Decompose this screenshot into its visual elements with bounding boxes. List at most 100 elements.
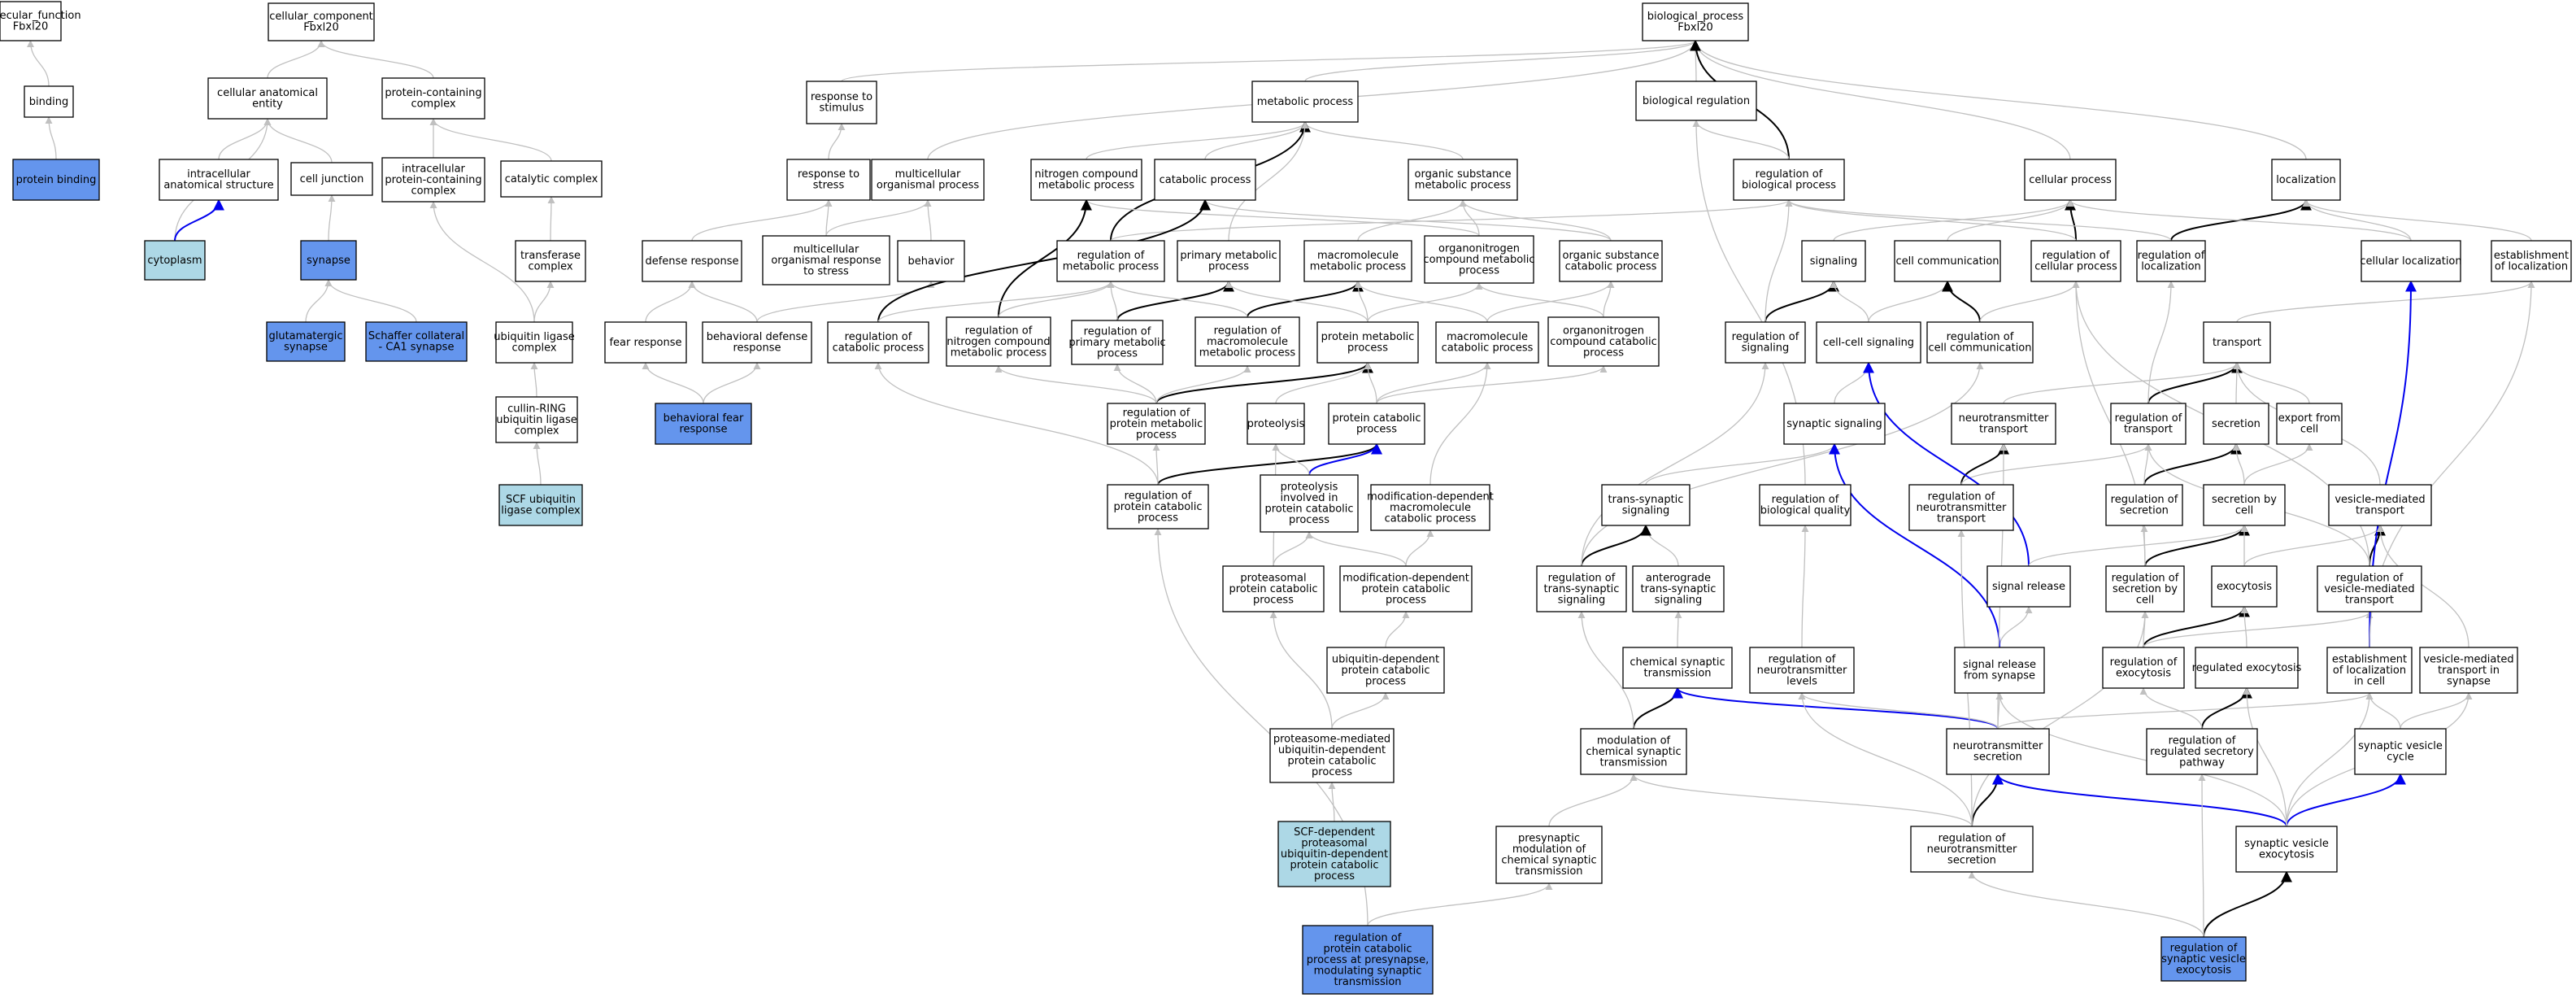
node-protbind[interactable]: protein binding	[12, 159, 100, 201]
node-ccsig[interactable]: cell-cell signaling	[1816, 321, 1921, 364]
node-defresp[interactable]: defense response	[642, 240, 742, 282]
node-synapse[interactable]: synapse	[300, 240, 357, 281]
node-cytoplasm[interactable]: cytoplasm	[144, 240, 206, 281]
node-catp[interactable]: catabolic process	[1154, 159, 1256, 201]
node-cellloc[interactable]: cellular localization	[2360, 240, 2462, 282]
node-cj[interactable]: cell junction	[290, 162, 373, 196]
node-binding[interactable]: binding	[24, 85, 74, 118]
node-mp[interactable]: metabolic process	[1251, 81, 1359, 123]
node-synsig[interactable]: synaptic signaling	[1783, 403, 1886, 445]
node-schaffer[interactable]: Schaffer collateral- CA1 synapse	[365, 321, 468, 362]
node-exocytosis[interactable]: exocytosis	[2211, 565, 2278, 608]
node-secretion[interactable]: secretion	[2203, 403, 2269, 445]
node-cp[interactable]: cellular process	[2024, 159, 2117, 201]
node-pmudpcp[interactable]: proteasome-mediatedubiquitin-dependentpr…	[1269, 728, 1395, 783]
node-behavior[interactable]: behavior	[897, 240, 965, 282]
node-catc[interactable]: catalytic complex	[500, 160, 603, 198]
node-signaling[interactable]: signaling	[1801, 240, 1866, 282]
node-cellcomm[interactable]: cell communication	[1894, 240, 2001, 282]
node-proteolysis[interactable]: proteolysis	[1247, 403, 1305, 445]
node-breg[interactable]: biological regulation	[1635, 81, 1757, 121]
node-scfdp[interactable]: SCF-dependentproteasomalubiquitin-depend…	[1277, 821, 1391, 887]
node-fear[interactable]: fear response	[604, 321, 687, 364]
node-regexo[interactable]: regulated exocytosis	[2192, 647, 2302, 689]
node-sigrel[interactable]: signal release	[1986, 565, 2071, 608]
node-transport[interactable]: transport	[2203, 321, 2271, 364]
node-loc[interactable]: localization	[2271, 159, 2341, 201]
